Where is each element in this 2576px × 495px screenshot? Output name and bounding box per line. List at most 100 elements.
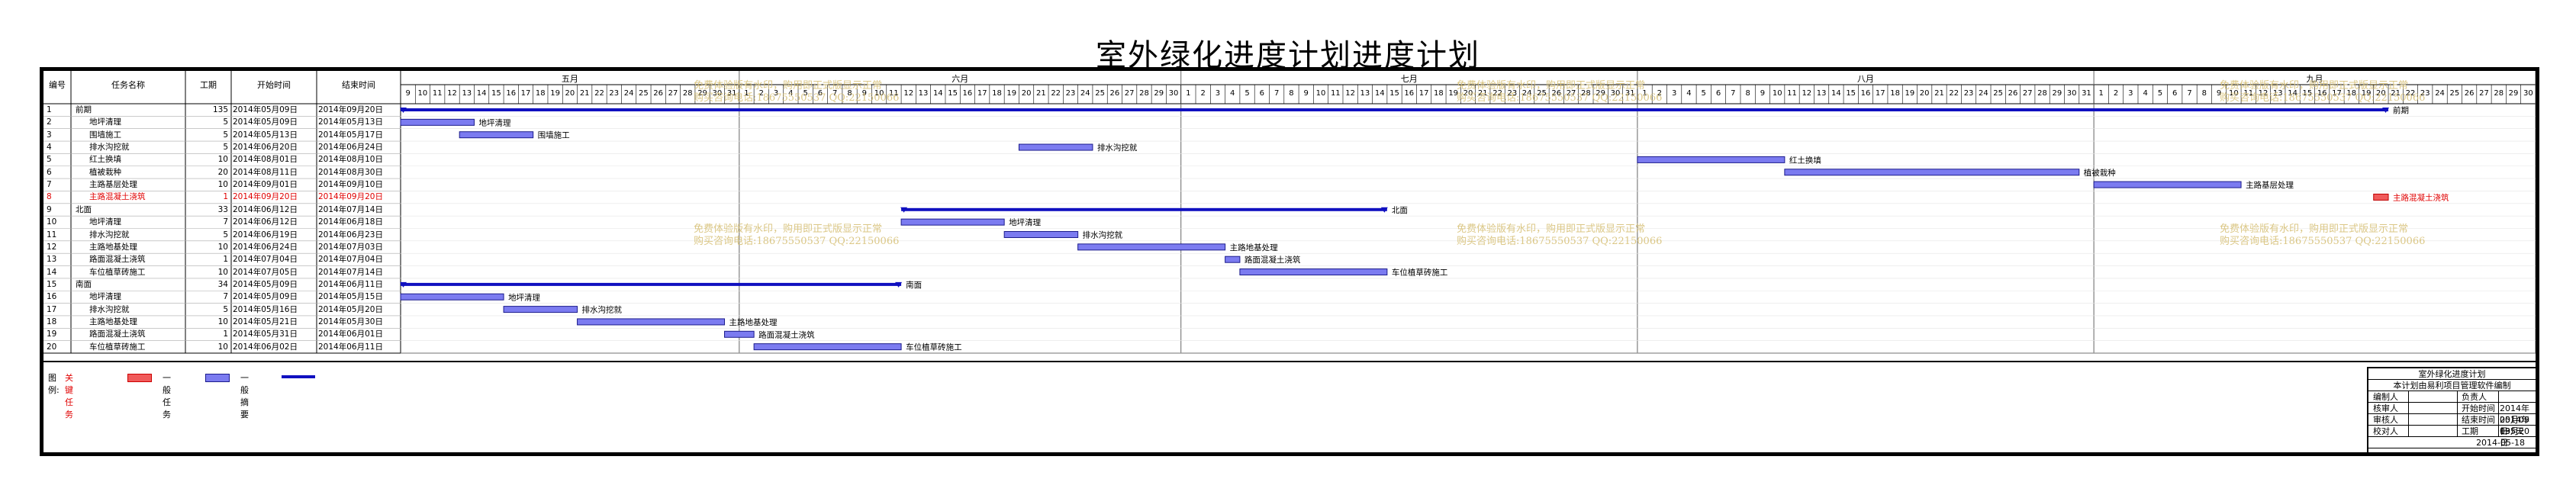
task-cell-name[interactable]: 植被栽种 xyxy=(89,167,121,177)
task-cell-end: 2014年09月10日 xyxy=(318,180,383,190)
day-label: 18 xyxy=(535,89,546,98)
header-duration[interactable]: 工期 xyxy=(200,80,217,90)
task-cell-id: 6 xyxy=(47,167,52,177)
task-cell-name[interactable]: 排水沟挖就 xyxy=(89,304,130,314)
info-value xyxy=(2498,391,2536,403)
task-cell-id: 2 xyxy=(47,117,52,127)
task-bar[interactable] xyxy=(753,343,902,351)
task-cell-name[interactable]: 路面混凝土浇筑 xyxy=(89,255,146,265)
day-label: 29 xyxy=(2508,89,2519,98)
task-cell-id: 4 xyxy=(47,143,52,153)
bar-label: 车位植草砖施工 xyxy=(906,342,962,352)
task-cell-start: 2014年05月21日 xyxy=(233,317,298,326)
task-cell-end: 2014年07月04日 xyxy=(318,255,383,265)
task-bar[interactable] xyxy=(1225,256,1241,263)
day-label: 23 xyxy=(2420,89,2430,98)
day-label: 14 xyxy=(2288,89,2297,98)
day-label: 27 xyxy=(1124,89,1135,98)
bar-label: 车位植草砖施工 xyxy=(1392,268,1448,278)
task-cell-id: 17 xyxy=(47,304,57,314)
day-label: 30 xyxy=(1168,89,1179,98)
day-label: 29 xyxy=(2052,89,2062,98)
task-cell-name[interactable]: 主路地基处理 xyxy=(89,242,137,252)
day-label: 22 xyxy=(2405,89,2416,98)
task-cell-id: 7 xyxy=(47,180,52,190)
task-cell-name[interactable]: 车位植草砖施工 xyxy=(89,267,146,277)
task-cell-end: 2014年06月23日 xyxy=(318,230,383,239)
task-cell-dur: 5 xyxy=(223,130,228,140)
task-cell-end: 2014年05月13日 xyxy=(318,117,383,127)
task-cell-id: 5 xyxy=(47,155,52,165)
task-cell-name[interactable]: 地坪清理 xyxy=(89,117,121,127)
day-label: 28 xyxy=(2494,89,2504,98)
task-cell-dur: 5 xyxy=(223,230,228,239)
task-cell-name[interactable]: 主路混凝土浇筑 xyxy=(89,192,146,202)
day-label: 16 xyxy=(1404,89,1415,98)
task-bar[interactable] xyxy=(724,330,755,338)
task-cell-name[interactable]: 围墙施工 xyxy=(89,130,121,140)
critical-task-bar[interactable] xyxy=(2373,193,2389,201)
day-label: 7 xyxy=(2187,89,2192,98)
task-bar[interactable] xyxy=(400,293,504,301)
day-label: 6 xyxy=(817,89,823,98)
task-bar[interactable] xyxy=(1784,169,2080,176)
task-cell-name[interactable]: 南面 xyxy=(76,279,92,289)
task-cell-name[interactable]: 路面混凝土浇筑 xyxy=(89,329,146,339)
day-label: 23 xyxy=(1065,89,1076,98)
task-bar[interactable] xyxy=(503,306,578,313)
info-value xyxy=(2408,414,2457,426)
header-id[interactable]: 编号 xyxy=(49,80,66,90)
day-label: 22 xyxy=(1949,89,1959,98)
task-cell-id: 11 xyxy=(47,230,57,239)
task-bar[interactable] xyxy=(1003,231,1079,238)
task-cell-start: 2014年07月05日 xyxy=(233,267,298,277)
task-cell-name[interactable]: 地坪清理 xyxy=(89,217,121,227)
task-bar[interactable] xyxy=(577,318,726,326)
summary-bar[interactable] xyxy=(901,207,1387,211)
day-label: 28 xyxy=(1139,89,1149,98)
day-label: 31 xyxy=(726,89,737,98)
task-cell-name[interactable]: 主路基层处理 xyxy=(89,180,137,190)
task-cell-name[interactable]: 前期 xyxy=(76,105,92,114)
task-cell-name[interactable]: 主路地基处理 xyxy=(89,317,137,326)
task-cell-name[interactable]: 红土换填 xyxy=(89,155,121,165)
task-bar[interactable] xyxy=(900,218,1005,226)
day-label: 21 xyxy=(1934,89,1944,98)
task-cell-dur: 10 xyxy=(217,180,228,190)
task-bar[interactable] xyxy=(1239,268,1388,276)
day-label: 28 xyxy=(2037,89,2047,98)
task-cell-name[interactable]: 车位植草砖施工 xyxy=(89,342,146,352)
summary-bar[interactable] xyxy=(401,282,902,286)
header-start[interactable]: 开始时间 xyxy=(257,80,291,90)
day-label: 3 xyxy=(1671,89,1677,98)
task-cell-dur: 34 xyxy=(217,279,228,289)
day-label: 5 xyxy=(803,89,808,98)
task-cell-name[interactable]: 排水沟挖就 xyxy=(89,230,130,239)
task-cell-start: 2014年06月19日 xyxy=(233,230,298,239)
task-cell-id: 14 xyxy=(47,267,57,277)
bar-label: 地坪清理 xyxy=(478,117,510,127)
task-cell-name[interactable]: 北面 xyxy=(76,204,92,214)
task-cell-end: 2014年07月03日 xyxy=(318,242,383,252)
summary-bar[interactable] xyxy=(401,108,2389,111)
task-cell-name[interactable]: 地坪清理 xyxy=(89,292,121,302)
task-bar[interactable] xyxy=(459,131,534,139)
info-label: 负责人 xyxy=(2457,391,2498,403)
day-label: 3 xyxy=(2128,89,2133,98)
day-label: 13 xyxy=(1816,89,1827,98)
task-bar[interactable] xyxy=(1018,143,1093,151)
task-bar[interactable] xyxy=(1077,243,1226,251)
header-name[interactable]: 任务名称 xyxy=(111,80,145,90)
task-bar[interactable] xyxy=(1637,156,1785,163)
task-cell-dur: 7 xyxy=(223,217,228,227)
day-label: 12 xyxy=(2258,89,2268,98)
summary-start-marker xyxy=(400,108,407,113)
header-end[interactable]: 结束时间 xyxy=(342,80,375,90)
task-bar[interactable] xyxy=(2093,181,2242,188)
task-bar[interactable] xyxy=(400,118,475,126)
info-label: 核审人 xyxy=(2368,403,2408,414)
task-cell-name[interactable]: 排水沟挖就 xyxy=(89,143,130,153)
day-label: 26 xyxy=(653,89,664,98)
info-divider xyxy=(2408,391,2409,437)
